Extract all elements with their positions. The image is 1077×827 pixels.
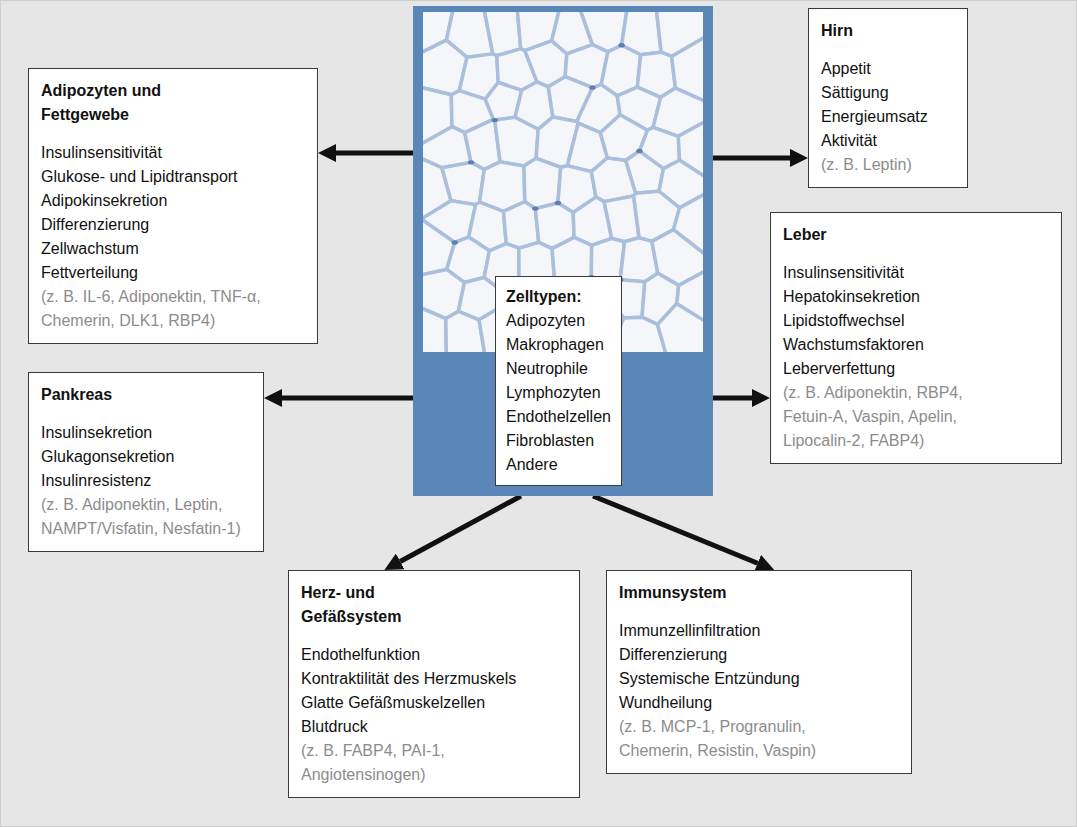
cell-type-item: Adipozyten [506, 309, 611, 333]
function-item: Sättigung [821, 81, 955, 105]
function-item: Blutdruck [301, 715, 567, 739]
organ-box: ImmunsystemImmunzellinfiltrationDifferen… [606, 570, 912, 774]
arrow-connector [593, 496, 758, 563]
function-item: Differenzierung [41, 213, 305, 237]
cell-nucleus [636, 149, 642, 153]
function-item: Fettverteilung [41, 261, 305, 285]
fat-cell [442, 162, 484, 204]
arrow-connector [713, 396, 752, 401]
function-item: Insulinresistenz [41, 469, 251, 493]
function-item: Adipokinsekretion [41, 189, 305, 213]
organ-box: HirnAppetitSättigungEnergieumsatzAktivit… [808, 8, 968, 188]
adipose-tissue-panel: Zelltypen:AdipozytenMakrophagenNeutrophi… [413, 6, 713, 496]
function-item: Glukagonsekretion [41, 445, 251, 469]
cell-type-box: Zelltypen:AdipozytenMakrophagenNeutrophi… [495, 276, 622, 486]
box-heading: Pankreas [41, 383, 251, 407]
fat-cell [524, 158, 561, 208]
fat-cells [423, 12, 703, 352]
box-heading: Adipozyten und Fettgewebe [41, 79, 191, 127]
fat-cell [574, 12, 629, 52]
cell-type-item: Lymphozyten [506, 381, 611, 405]
tissue-box: Adipozyten und FettgewebeInsulinsensitiv… [28, 68, 318, 344]
function-item: Appetit [821, 57, 955, 81]
fat-cell [423, 300, 447, 352]
function-item: Kontraktilität des Herzmuskels [301, 667, 567, 691]
example-list: (z. B. MCP-1, Progranulin, Chemerin, Res… [619, 715, 834, 763]
box-heading: Leber [783, 223, 1049, 247]
cell-type-item: Endothelzellen [506, 405, 611, 429]
cell-nucleus [468, 160, 474, 164]
function-item: Glatte Gefäßmuskelzellen [301, 691, 567, 715]
fat-cell [495, 117, 538, 166]
example-list: (z. B. IL-6, Adiponektin, TNF-α, Chemeri… [41, 285, 281, 333]
arrow-connector [282, 396, 413, 401]
cell-nucleus [589, 85, 595, 89]
organ-box: PankreasInsulinsekretionGlukagonsekretio… [28, 372, 264, 552]
example-list: (z. B. Leptin) [821, 153, 955, 177]
arrow-connector [336, 151, 413, 156]
example-list: (z. B. Adiponektin, Leptin, NAMPT/Visfat… [41, 493, 251, 541]
function-item: Wundheilung [619, 691, 899, 715]
function-item: Leberverfettung [783, 357, 1049, 381]
arrow-connector [400, 496, 521, 561]
edge-group [282, 153, 790, 563]
cell-type-item: Andere [506, 453, 611, 477]
cell-nucleus [452, 240, 458, 244]
box-heading: Immunsystem [619, 581, 899, 605]
cell-type-item: Fibroblasten [506, 429, 611, 453]
cell-nucleus [555, 201, 561, 205]
organ-box: LeberInsulinsensitivitätHepatokinsekreti… [770, 212, 1062, 464]
function-item: Insulinsekretion [41, 421, 251, 445]
function-item: Glukose- und Lipidtransport [41, 165, 305, 189]
box-heading: Herz- und Gefäßsystem [301, 581, 421, 629]
function-item: Endothelfunktion [301, 643, 567, 667]
example-list: (z. B. FABP4, PAI-1, Angiotensinogen) [301, 739, 501, 787]
fat-cell [657, 304, 703, 352]
cell-nucleus [532, 206, 538, 210]
organ-box: Herz- und GefäßsystemEndothelfunktionKon… [288, 570, 580, 798]
function-item: Insulinsensitivität [783, 261, 1049, 285]
fat-cell [626, 151, 664, 193]
cell-type-item: Neutrophile [506, 357, 611, 381]
function-item: Hepatokinsekretion [783, 285, 1049, 309]
cell-type-item: Makrophagen [506, 333, 611, 357]
arrow-connector [713, 155, 790, 160]
fat-cell [503, 202, 538, 248]
function-item: Insulinsensitivität [41, 141, 305, 165]
function-item: Energieumsatz [821, 105, 955, 129]
box-heading: Hirn [821, 19, 955, 43]
function-item: Wachstumsfaktoren [783, 333, 1049, 357]
function-item: Systemische Entzündung [619, 667, 899, 691]
function-item: Lipidstoffwechsel [783, 309, 1049, 333]
function-item: Zellwachstum [41, 237, 305, 261]
function-item: Differenzierung [619, 643, 899, 667]
function-item: Aktivität [821, 129, 955, 153]
function-item: Immunzellinfiltration [619, 619, 899, 643]
cell-nucleus [618, 43, 624, 47]
list-heading: Zelltypen: [506, 285, 611, 309]
example-list: (z. B. Adiponektin, RBP4, Fetuin-A, Vasp… [783, 381, 983, 453]
cell-nucleus [492, 118, 498, 122]
